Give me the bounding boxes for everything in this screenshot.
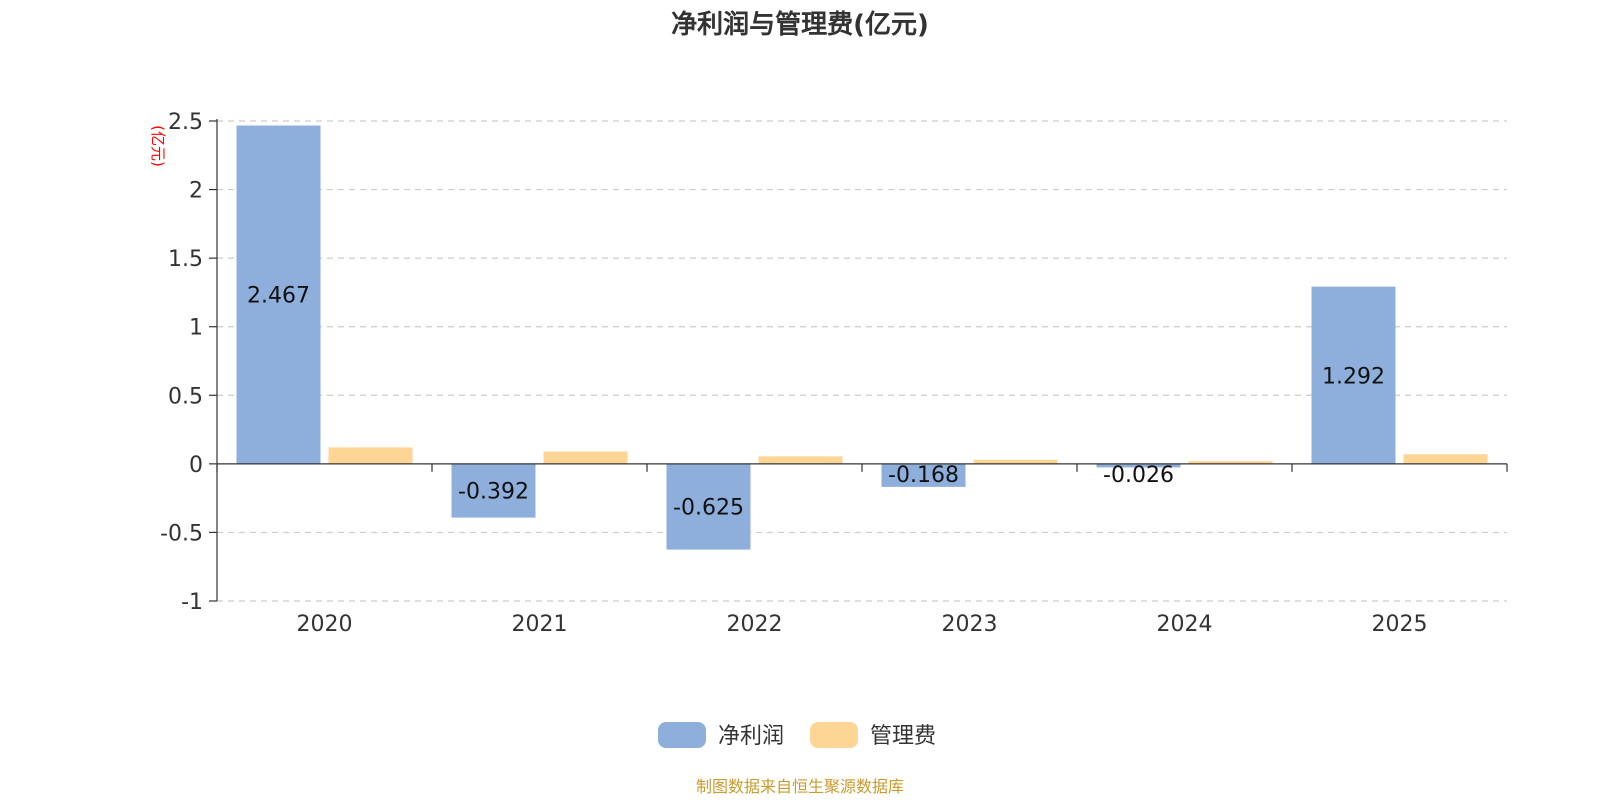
x-tick-label: 2020 (297, 612, 353, 637)
bar-net-profit (236, 125, 321, 464)
bar-net-profit (666, 463, 751, 550)
legend-label: 管理费 (870, 724, 936, 749)
data-label: 1.292 (1322, 364, 1385, 389)
bar-management-fee (1188, 461, 1273, 464)
bar-net-profit (1096, 463, 1181, 468)
y-tick-label: -0.5 (160, 521, 203, 546)
x-tick-label: 2021 (512, 612, 568, 637)
bar-net-profit (1311, 286, 1396, 464)
bar-net-profit (451, 463, 536, 518)
data-label: -0.026 (1103, 463, 1174, 488)
data-labels: 2.467 -0.392 -0.625 -0.168 -0.026 1.292 (247, 284, 1385, 521)
bar-management-fee (973, 459, 1058, 464)
data-label: -0.625 (673, 496, 744, 521)
data-label: -0.168 (888, 463, 959, 488)
legend-label: 净利润 (718, 724, 784, 749)
bar-management-fee (328, 447, 413, 464)
chart-title: 净利润与管理费(亿元) (671, 9, 929, 40)
y-tick-label: 2.5 (168, 110, 203, 135)
x-tick-label: 2022 (727, 612, 783, 637)
y-tick-label: 0.5 (168, 384, 203, 409)
x-tick-label: 2024 (1157, 612, 1213, 637)
data-label: -0.392 (458, 480, 529, 505)
y-tick-label: 2 (189, 179, 203, 204)
bars (236, 125, 1488, 550)
data-label: 2.467 (247, 284, 310, 309)
axes: 2.5 2 1.5 1 0.5 0 -0.5 -1 2020 2021 2022 2023 2024 20… (160, 110, 1508, 637)
bar-management-fee (543, 451, 628, 464)
y-tick-label: 1.5 (168, 247, 203, 272)
legend: 净利润 管理费 (658, 722, 936, 749)
x-tick-label: 2025 (1372, 612, 1428, 637)
y-tick-label: 0 (189, 453, 203, 478)
y-axis-unit: (亿元) (149, 125, 167, 167)
source-note: 制图数据来自恒生聚源数据库 (696, 777, 904, 796)
legend-swatch (810, 722, 858, 748)
bar-management-fee (758, 456, 843, 464)
bar-management-fee (1403, 454, 1488, 464)
x-tick-label: 2023 (942, 612, 998, 637)
legend-swatch (658, 722, 706, 748)
y-tick-label: 1 (189, 316, 203, 341)
grid-lines (217, 120, 1507, 602)
bar-net-profit (881, 463, 966, 487)
y-tick-label: -1 (181, 590, 203, 615)
